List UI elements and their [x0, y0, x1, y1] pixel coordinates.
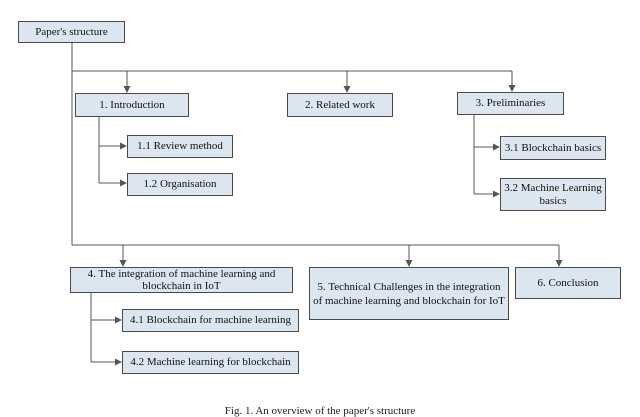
node-introduction: 1. Introduction — [75, 93, 189, 117]
node-blockchain-basics: 3.1 Blockchain basics — [500, 136, 606, 160]
node-preliminaries: 3. Preliminaries — [457, 92, 564, 115]
node-technical-challenges: 5. Technical Challenges in the integrati… — [309, 267, 509, 320]
node-papers-structure: Paper's structure — [18, 21, 125, 43]
node-ml-for-bc: 4.2 Machine learning for blockchain — [122, 351, 299, 374]
node-bc-for-ml: 4.1 Blockchain for machine learning — [122, 309, 299, 332]
node-ml-basics: 3.2 Machine Learning basics — [500, 178, 606, 211]
figure-caption: Fig. 1. An overview of the paper's struc… — [224, 406, 416, 417]
node-related-work: 2. Related work — [287, 93, 393, 117]
node-review-method: 1.1 Review method — [127, 135, 233, 158]
node-integration: 4. The integration of machine learning a… — [70, 267, 293, 293]
node-organisation: 1.2 Organisation — [127, 173, 233, 196]
node-conclusion: 6. Conclusion — [515, 267, 621, 299]
